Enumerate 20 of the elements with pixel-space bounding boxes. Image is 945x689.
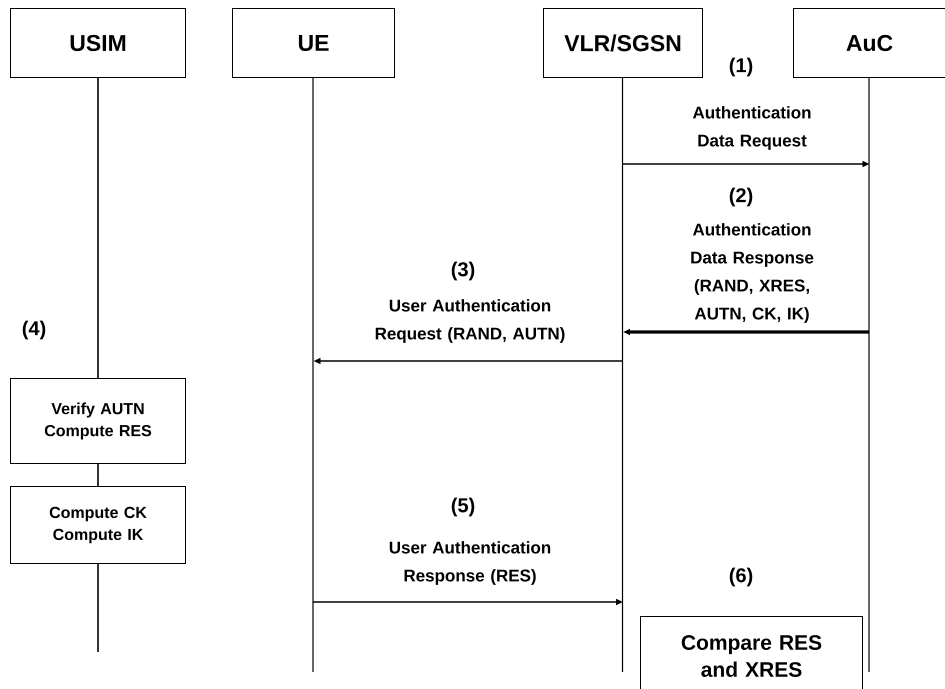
step-number: (3) (452, 262, 474, 280)
participant-box: AuC (793, 8, 945, 78)
message-label: User Authentication Request (RAND, AUTN) (376, 299, 565, 343)
step-number: (4) (22, 320, 46, 340)
process-box: Compare RES and XRES (640, 616, 863, 689)
step-number: (2) (730, 188, 752, 206)
lifeline (97, 464, 99, 486)
message-label: User Authentication Response (RES) (390, 541, 550, 585)
participant-box: USIM (10, 8, 186, 78)
message-label: Authentication Data Request (692, 106, 810, 150)
step-number: (5) (452, 498, 474, 516)
lifeline (97, 78, 99, 378)
lifeline (97, 564, 99, 652)
message-label: Authentication Data Response (RAND, XRES, AUTN, CK, IK) (691, 223, 814, 323)
process-box: Compute CK Compute IK (10, 486, 186, 564)
participant-box: UE (232, 8, 395, 78)
participant-box: VLR/SGSN (543, 8, 703, 78)
process-box: Verify AUTN Compute RES (10, 378, 186, 464)
step-number: (1) (730, 58, 752, 76)
step-number: (6) (730, 568, 752, 586)
